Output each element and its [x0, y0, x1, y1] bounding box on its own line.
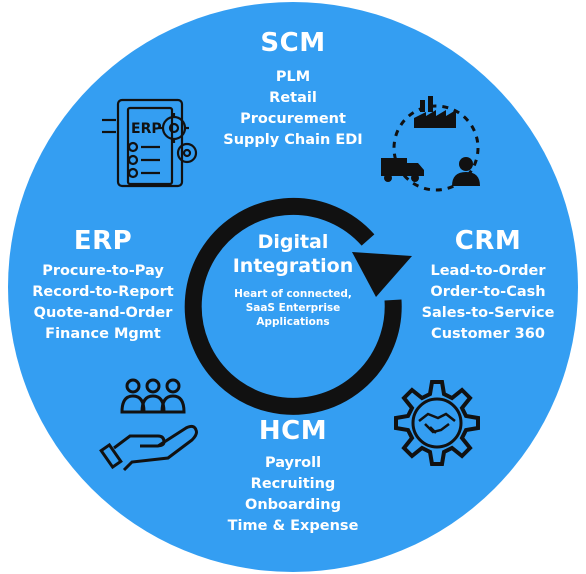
crm-item-order-to-cash: Order-to-Cash — [430, 284, 546, 300]
scm-item-plm: PLM — [275, 69, 311, 85]
hcm-list: Payroll Recruiting Onboarding Time & Exp… — [203, 453, 383, 537]
center-subtitle-line2: SaaS Enterprise — [245, 302, 341, 314]
truck-icon — [381, 158, 424, 182]
factory-icon — [414, 96, 456, 128]
erp-document-gears-icon: ERP — [102, 98, 198, 188]
crm-item-sales-to-service: Sales-to-Service — [421, 305, 555, 321]
person-icon — [452, 157, 480, 186]
hand-holding-people-icon — [99, 378, 198, 472]
erp-heading: ERP — [73, 226, 133, 256]
hcm-heading: HCM — [258, 416, 328, 446]
center-title-line2: Integration — [232, 255, 354, 277]
scm-item-retail: Retail — [269, 90, 317, 106]
center-subtitle-line3: Applications — [256, 316, 330, 328]
hcm-item-recruiting: Recruiting — [250, 476, 336, 492]
erp-item-procure-to-pay: Procure-to-Pay — [42, 263, 164, 279]
crm-item-customer-360: Customer 360 — [431, 326, 545, 342]
hcm-item-time-and-expense: Time & Expense — [227, 518, 359, 534]
crm-list: Lead-to-Order Order-to-Cash Sales-to-Ser… — [398, 261, 578, 345]
erp-document-label: ERP — [131, 121, 162, 137]
scm-item-supply-chain-edi: Supply Chain EDI — [223, 132, 363, 148]
center-subtitle-line1: Heart of connected, — [234, 288, 352, 300]
factory-truck-person-cycle-icon — [381, 96, 480, 192]
cycle-arrow — [184, 197, 412, 415]
hcm-item-onboarding: Onboarding — [245, 497, 341, 513]
scm-item-procurement: Procurement — [240, 111, 346, 127]
scm-heading: SCM — [260, 28, 326, 58]
crm-heading: CRM — [454, 226, 522, 256]
erp-item-record-to-report: Record-to-Report — [32, 284, 174, 300]
erp-item-finance-mgmt: Finance Mgmt — [45, 326, 161, 342]
hcm-item-payroll: Payroll — [264, 455, 322, 471]
gear-handshake-icon — [394, 380, 480, 466]
center-title-line1: Digital — [257, 231, 329, 253]
center-subtitle: Heart of connected, SaaS Enterprise Appl… — [213, 287, 373, 329]
crm-item-lead-to-order: Lead-to-Order — [430, 263, 546, 279]
erp-item-quote-and-order: Quote-and-Order — [33, 305, 173, 321]
main-circle — [8, 2, 578, 572]
scm-list: PLM Retail Procurement Supply Chain EDI — [193, 67, 393, 151]
erp-list: Procure-to-Pay Record-to-Report Quote-an… — [13, 261, 193, 345]
